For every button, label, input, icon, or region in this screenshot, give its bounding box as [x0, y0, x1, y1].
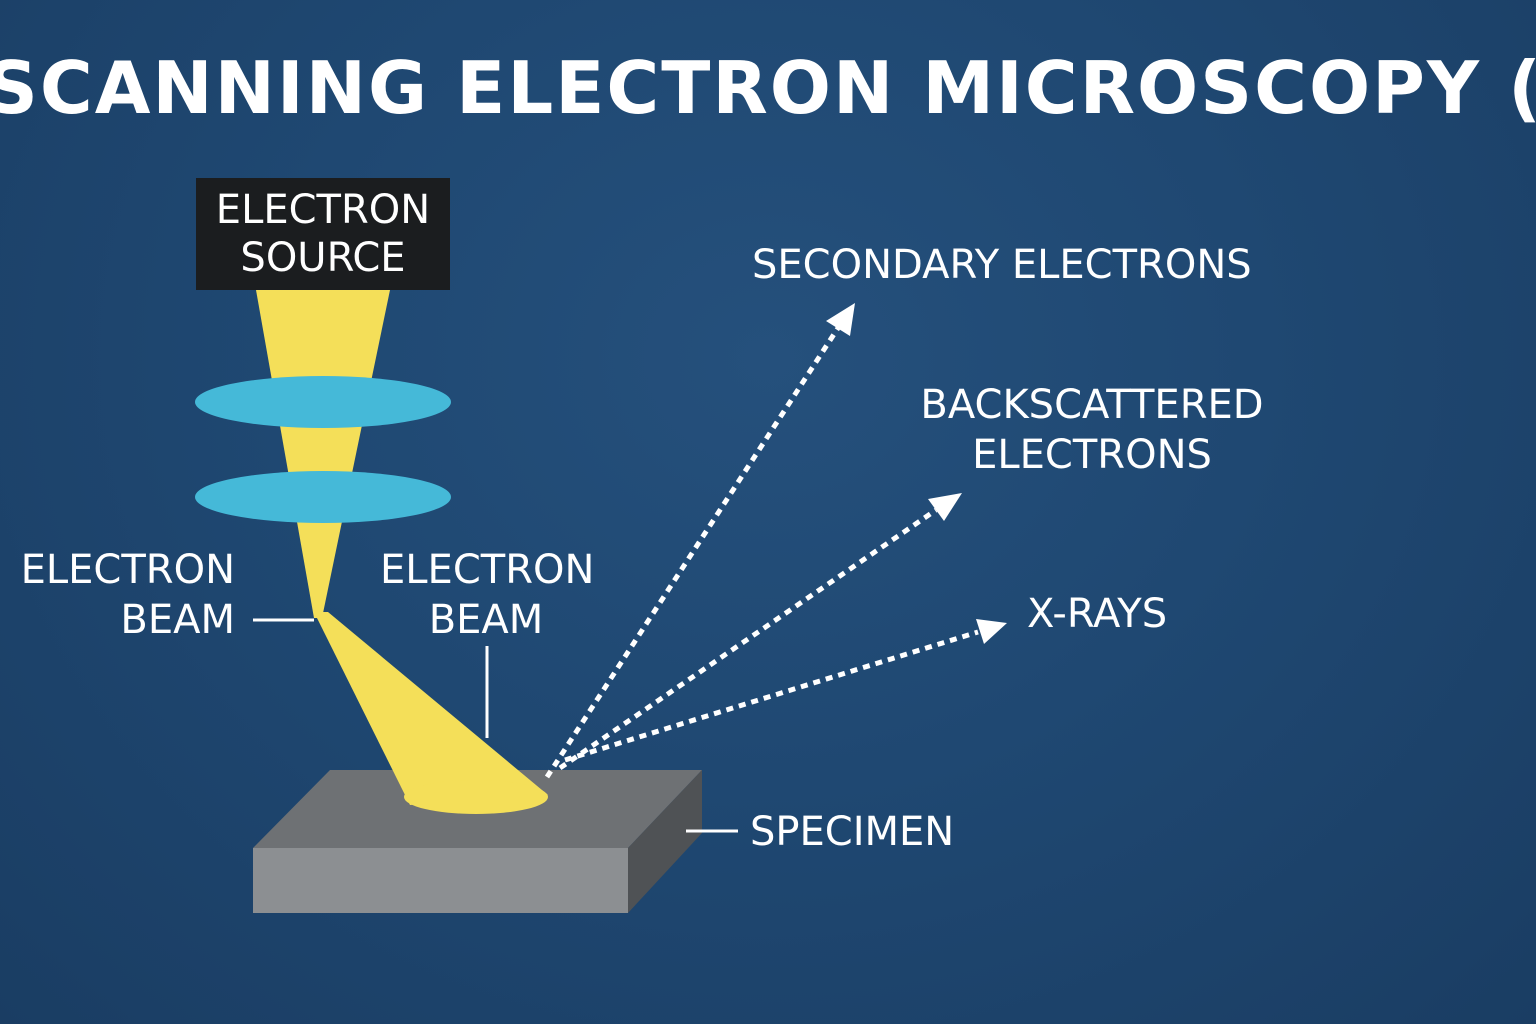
backscattered-electrons-line1: BACKSCATTERED	[920, 382, 1264, 428]
backscattered-electrons-line2: ELECTRONS	[972, 432, 1212, 478]
condenser-lens-lower	[195, 471, 451, 523]
electron-source-box: ELECTRON SOURCE	[196, 178, 450, 290]
emission-arrows	[544, 303, 1007, 779]
backscattered-electrons-arrow-line	[558, 507, 938, 771]
electron-source-label-line1: ELECTRON	[215, 187, 431, 233]
condenser-lens-upper	[195, 376, 451, 428]
specimen-front-face	[253, 848, 628, 913]
electron-beam-left-line2: BEAM	[120, 597, 235, 643]
beam-lower-cone	[314, 612, 548, 805]
beam-spot	[404, 780, 548, 814]
electron-beam-left-line1: ELECTRON	[20, 547, 235, 593]
electron-beam	[256, 290, 548, 814]
xrays-arrowhead	[976, 619, 1007, 644]
electron-beam-left-label: ELECTRON BEAM	[20, 545, 235, 645]
secondary-electrons-arrowhead	[826, 303, 855, 336]
secondary-electrons-label: SECONDARY ELECTRONS	[752, 242, 1252, 288]
beam-upper-cone	[256, 290, 390, 618]
secondary-electrons-arrow-line	[544, 326, 841, 779]
specimen-label: SPECIMEN	[750, 809, 955, 855]
xrays-label: X-RAYS	[1027, 591, 1168, 637]
backscattered-electrons-arrowhead	[928, 493, 962, 521]
electron-beam-right-line1: ELECTRON	[380, 547, 595, 593]
electron-beam-right-label: ELECTRON BEAM	[380, 545, 595, 645]
backscattered-electrons-label: BACKSCATTERED ELECTRONS	[912, 380, 1272, 480]
specimen-side-face	[628, 770, 702, 913]
electron-source-label-line2: SOURCE	[240, 235, 406, 281]
page-title: SCANNING ELECTRON MICROSCOPY (SEM)	[0, 46, 1536, 130]
electron-beam-right-line2: BEAM	[428, 597, 544, 643]
